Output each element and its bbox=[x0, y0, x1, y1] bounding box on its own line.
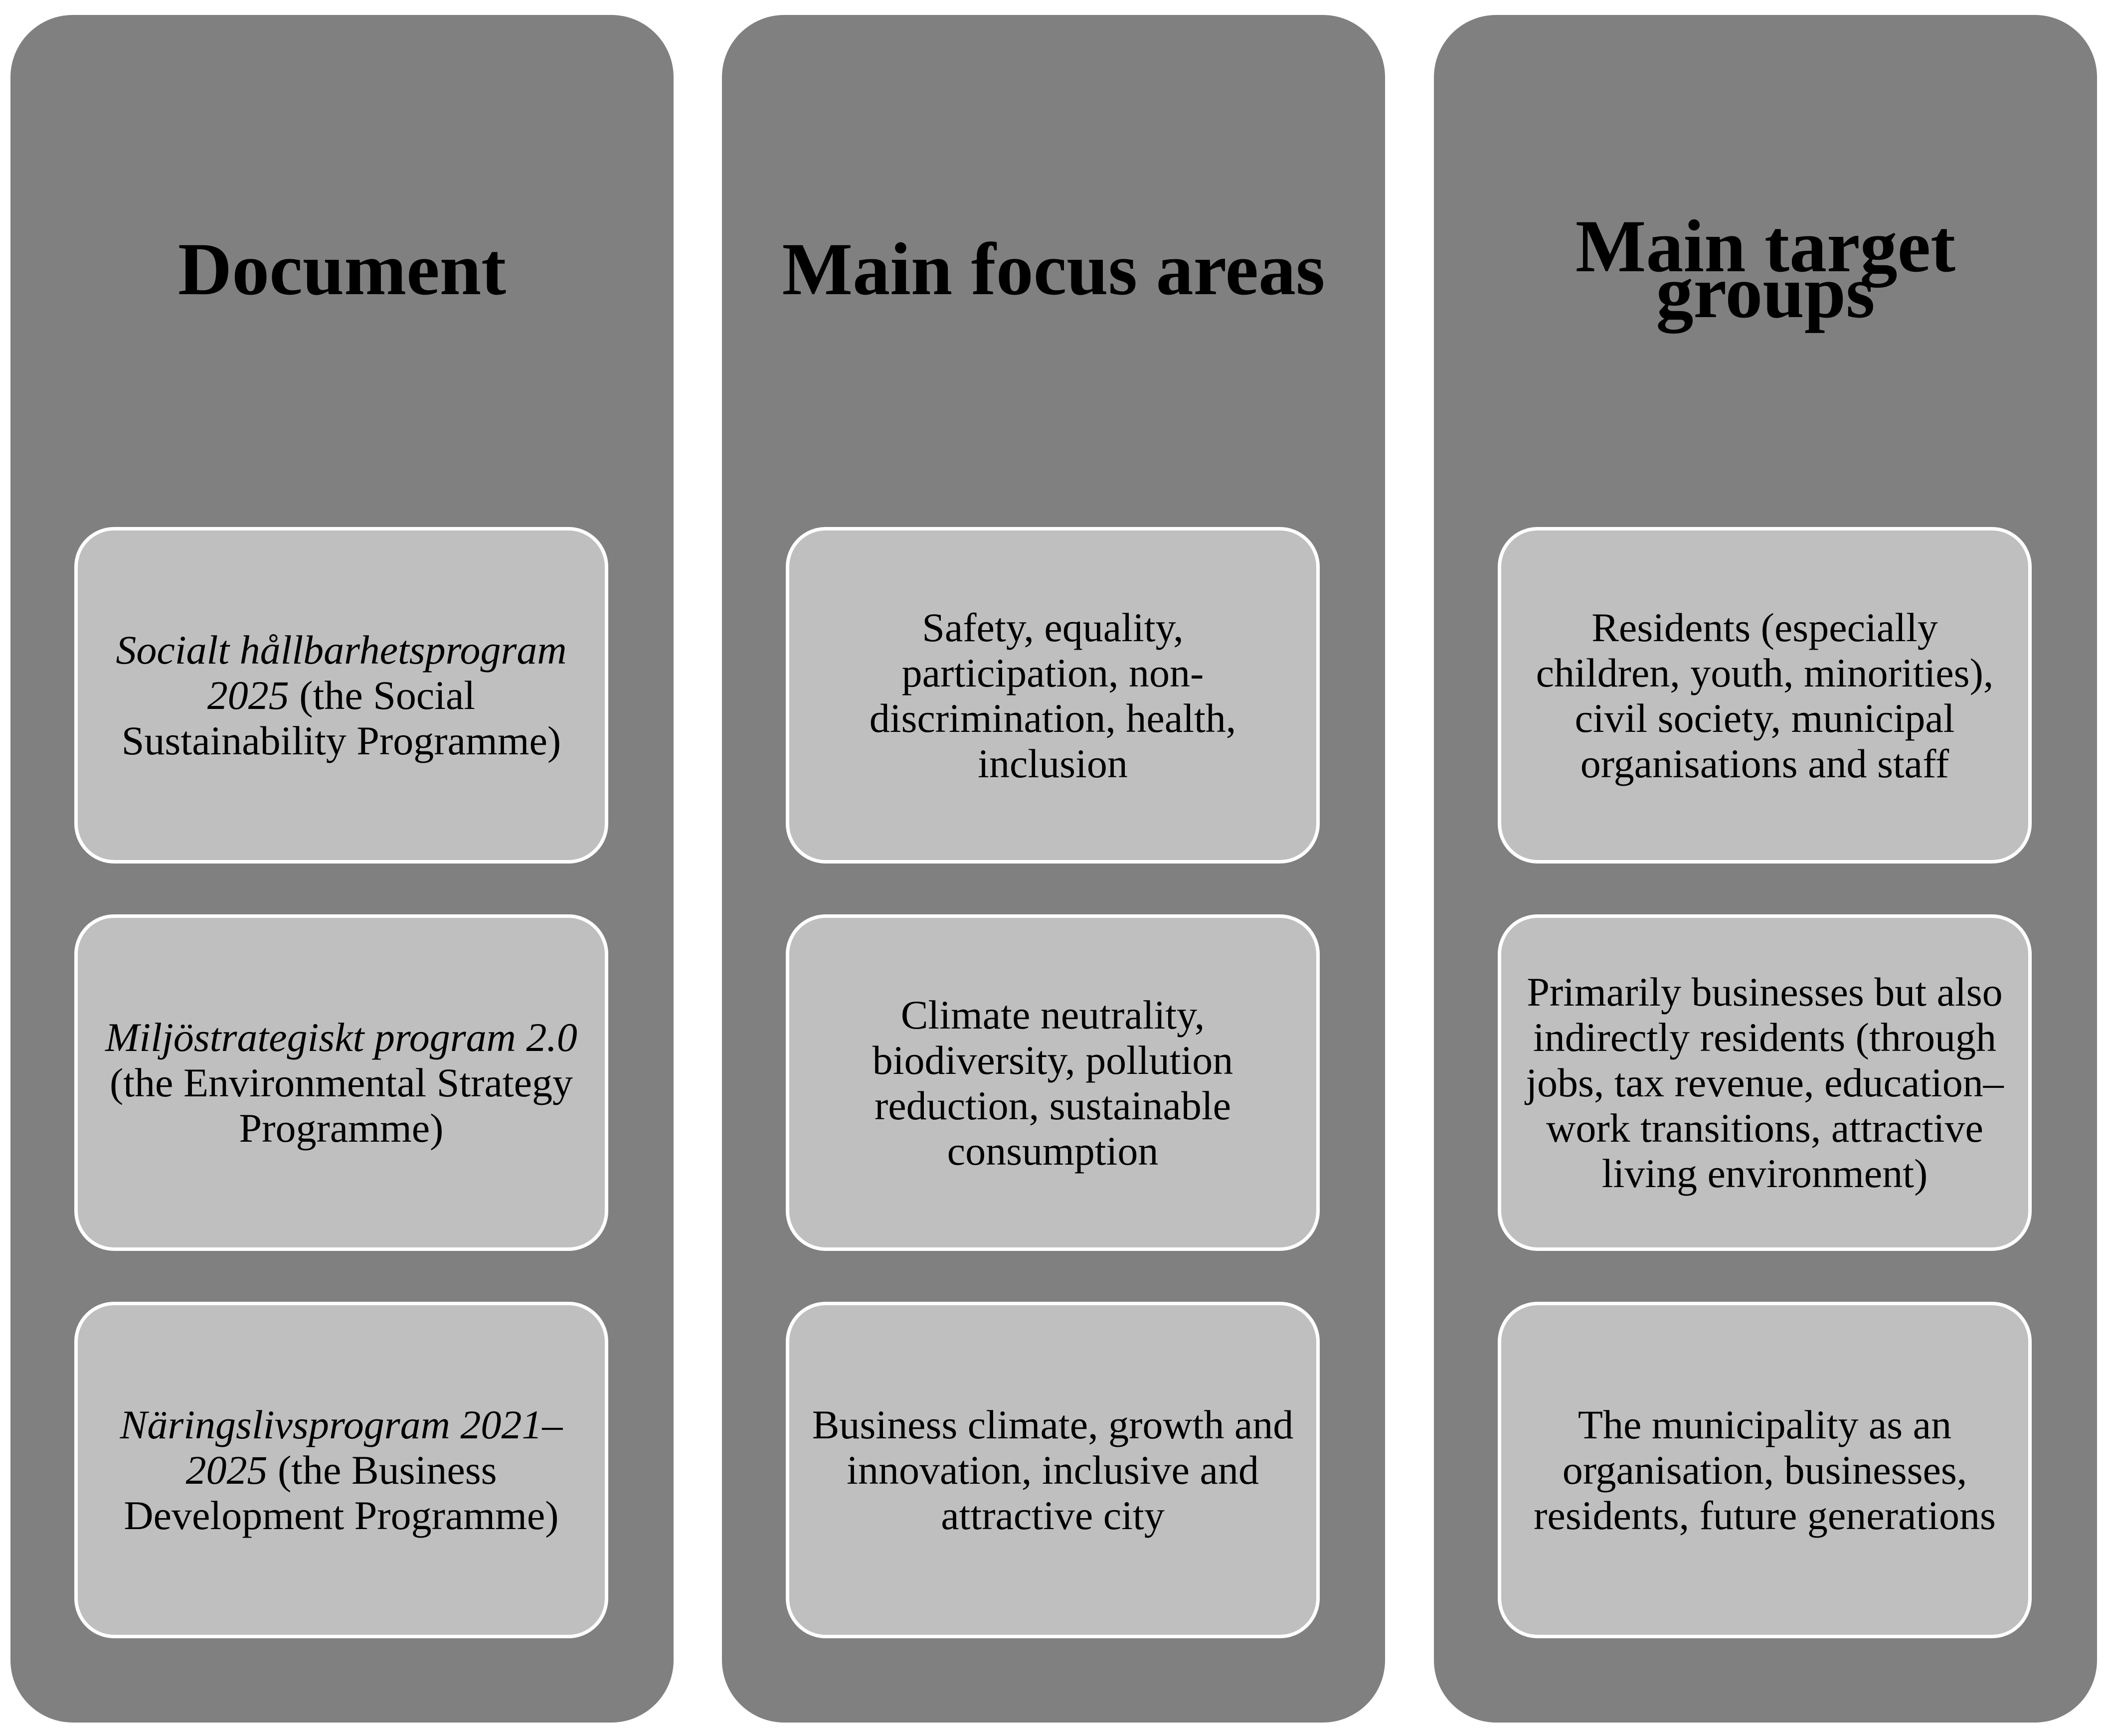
document-subtitle: (the Social Sustainability Programme) bbox=[121, 673, 561, 763]
column-target-groups: Main target groups Residents (especially… bbox=[1434, 15, 2097, 1723]
focus-cell-social: Safety, equality, participation, non-dis… bbox=[786, 527, 1320, 864]
focus-cell-business: Business climate, growth and innovation,… bbox=[786, 1302, 1320, 1638]
document-title: Socialt hållbarhetsprogram 2025 bbox=[116, 627, 567, 718]
document-subtitle: (the Business Development Programme) bbox=[124, 1447, 559, 1538]
document-cell-social-sustainability: Socialt hållbarhetsprogram 2025 (the Soc… bbox=[74, 527, 608, 864]
target-cell-environmental: Primarily businesses but also indirectly… bbox=[1498, 914, 2032, 1251]
column-document: Document Socialt hållbarhetsprogram 2025… bbox=[10, 15, 674, 1723]
target-cell-business: The municipality as an organisation, bus… bbox=[1498, 1302, 2032, 1638]
column-header-document: Document bbox=[177, 228, 507, 311]
document-title: Miljöstrategiskt program 2.0 bbox=[105, 1015, 577, 1060]
column-header-focus-areas: Main focus areas bbox=[782, 228, 1325, 311]
column-header-target-groups: Main target groups bbox=[1575, 205, 1956, 334]
document-cell-business-development: Näringslivsprogram 2021–2025 (the Busine… bbox=[74, 1302, 608, 1638]
focus-cell-environmental: Climate neutrality, biodiversity, pollut… bbox=[786, 914, 1320, 1251]
document-cell-environmental-strategy: Miljöstrategiskt program 2.0 (the Enviro… bbox=[74, 914, 608, 1251]
document-title: Näringslivsprogram 2021–2025 bbox=[120, 1402, 563, 1493]
target-cell-social: Residents (especially children, youth, m… bbox=[1498, 527, 2032, 864]
document-subtitle: (the Environmental Strategy Programme) bbox=[109, 1060, 573, 1151]
column-focus-areas: Main focus areas Safety, equality, parti… bbox=[722, 15, 1385, 1723]
